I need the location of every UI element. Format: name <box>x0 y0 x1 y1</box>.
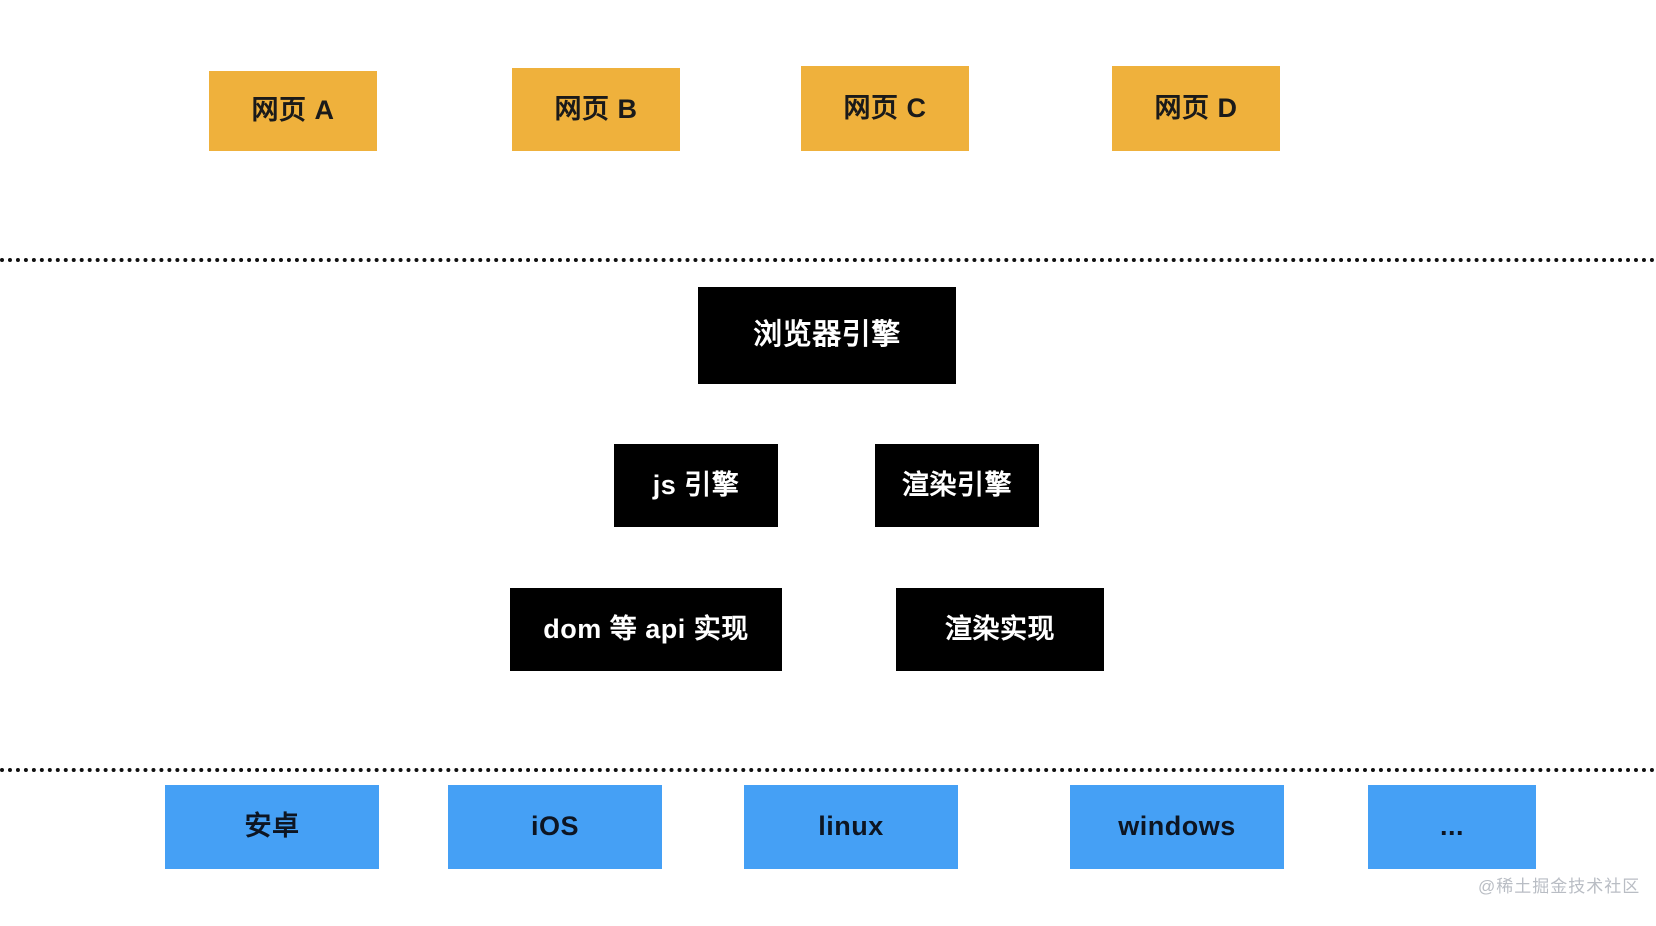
platform-box-ios[interactable]: iOS <box>448 785 662 869</box>
engine-box-js-引擎[interactable]: js 引擎 <box>614 444 778 527</box>
platform-box-item[interactable]: ... <box>1368 785 1536 869</box>
box-label: ... <box>1439 811 1464 842</box>
box-label: 网页 D <box>1154 92 1238 123</box>
web-page-box-网页-c[interactable]: 网页 C <box>801 66 969 151</box>
engine-box-渲染引擎[interactable]: 渲染引擎 <box>875 444 1039 527</box>
box-label: 安卓 <box>244 811 300 842</box>
box-label: windows <box>1118 811 1236 842</box>
engine-box-浏览器引擎[interactable]: 浏览器引擎 <box>698 287 956 384</box>
box-label: js 引擎 <box>652 469 740 500</box>
box-label: iOS <box>530 811 579 842</box>
web-page-box-网页-a[interactable]: 网页 A <box>209 71 377 151</box>
engine-box-dom-等-api-实现[interactable]: dom 等 api 实现 <box>510 588 782 671</box>
box-label: linux <box>818 811 884 842</box>
box-label: 网页 C <box>843 92 927 123</box>
platform-box-linux[interactable]: linux <box>744 785 958 869</box>
box-label: 浏览器引擎 <box>753 318 901 351</box>
web-page-box-网页-b[interactable]: 网页 B <box>512 68 680 151</box>
box-label: 网页 A <box>251 95 335 126</box>
platform-box-安卓[interactable]: 安卓 <box>165 785 379 869</box>
divider-top <box>0 258 1656 262</box>
box-label: dom 等 api 实现 <box>543 613 749 644</box>
watermark: @稀土掘金技术社区 <box>1478 877 1641 896</box>
divider-bottom <box>0 768 1656 772</box>
box-label: 网页 B <box>554 93 638 124</box>
box-label: 渲染引擎 <box>902 469 1012 500</box>
web-page-box-网页-d[interactable]: 网页 D <box>1112 66 1280 151</box>
box-label: 渲染实现 <box>945 613 1055 644</box>
platform-box-windows[interactable]: windows <box>1070 785 1284 869</box>
engine-box-渲染实现[interactable]: 渲染实现 <box>896 588 1104 671</box>
